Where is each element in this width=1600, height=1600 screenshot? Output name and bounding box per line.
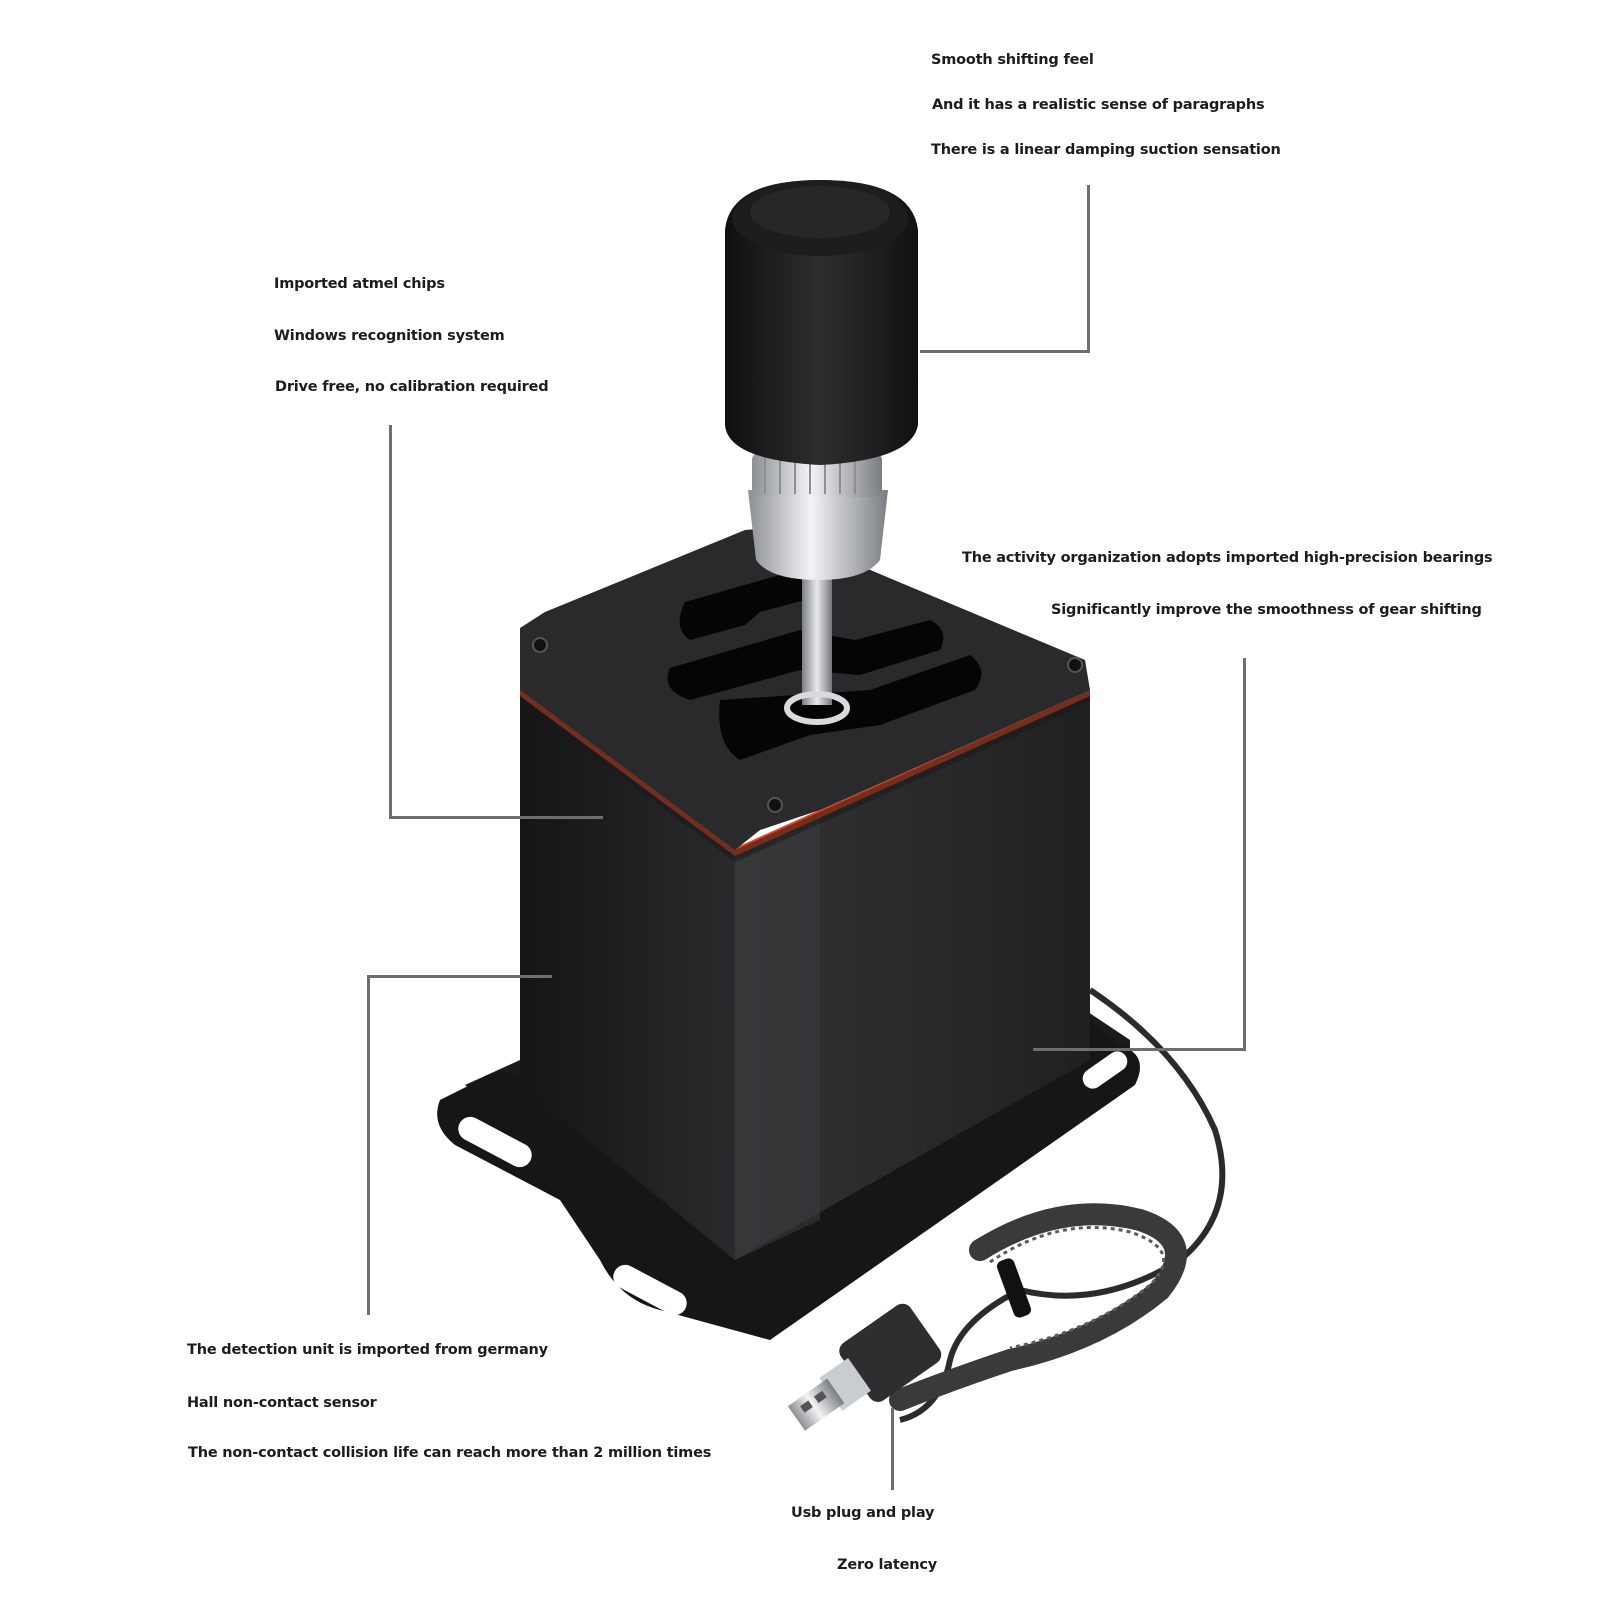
callout-atmel-chips: Imported atmel chips (274, 276, 445, 292)
callout-line: Significantly improve the smoothness of … (1051, 602, 1482, 618)
mounting-slot-right (1082, 1051, 1128, 1089)
knurled-ring (752, 452, 882, 497)
leader-shifting-vertical (1087, 185, 1090, 353)
callout-paragraph-sense: And it has a realistic sense of paragrap… (932, 97, 1265, 113)
usb-plug-icon (787, 1303, 942, 1431)
callout-line: Windows recognition system (274, 328, 505, 344)
callout-detection-unit: The detection unit is imported from germ… (187, 1342, 548, 1358)
leader-bearings-horizontal (1033, 1048, 1246, 1051)
callout-line: Smooth shifting feel (931, 52, 1094, 68)
callout-line: There is a linear damping suction sensat… (931, 142, 1281, 158)
callout-line: And it has a realistic sense of paragrap… (932, 97, 1265, 113)
callout-smoothness: Significantly improve the smoothness of … (1051, 602, 1482, 618)
leader-sensor-horizontal (367, 975, 552, 978)
callout-line: Zero latency (837, 1557, 937, 1573)
callout-line: The detection unit is imported from germ… (187, 1342, 548, 1358)
callout-zero-latency: Zero latency (837, 1557, 937, 1573)
callout-damping: There is a linear damping suction sensat… (931, 142, 1281, 158)
mounting-slot-bottom (613, 1264, 687, 1316)
callout-line: Drive free, no calibration required (275, 379, 549, 395)
leader-shifting-horizontal (920, 350, 1090, 353)
callout-line: Hall non-contact sensor (187, 1395, 377, 1411)
callout-line: The activity organization adopts importe… (962, 550, 1493, 566)
braided-cable (899, 987, 1226, 1423)
callout-line: The non-contact collision life can reach… (188, 1445, 712, 1461)
box-edge (735, 810, 820, 1260)
callout-line: Imported atmel chips (274, 276, 445, 292)
leader-usb-vertical (891, 1408, 894, 1490)
callout-bearings: The activity organization adopts importe… (962, 550, 1493, 566)
leader-sensor-vertical (367, 975, 370, 1315)
callout-usb-plug-play: Usb plug and play (791, 1505, 934, 1521)
box-right-face (735, 690, 1090, 1260)
box-front-face (520, 690, 735, 1260)
mounting-slot-left (458, 1116, 532, 1168)
shifter-shaft (802, 570, 832, 705)
callout-shifting-feel: Smooth shifting feel (931, 52, 1094, 68)
callout-drive-free: Drive free, no calibration required (275, 379, 549, 395)
leader-chips-horizontal (389, 816, 603, 819)
callout-hall-sensor: Hall non-contact sensor (187, 1395, 377, 1411)
callout-collision-life: The non-contact collision life can reach… (188, 1445, 711, 1461)
leader-bearings-vertical (1243, 658, 1246, 1050)
shift-knob (725, 180, 918, 465)
leader-chips-vertical (389, 425, 392, 818)
callout-windows-recognition: Windows recognition system (274, 328, 505, 344)
callout-line: Usb plug and play (791, 1505, 935, 1521)
shaft-collar (748, 490, 888, 580)
